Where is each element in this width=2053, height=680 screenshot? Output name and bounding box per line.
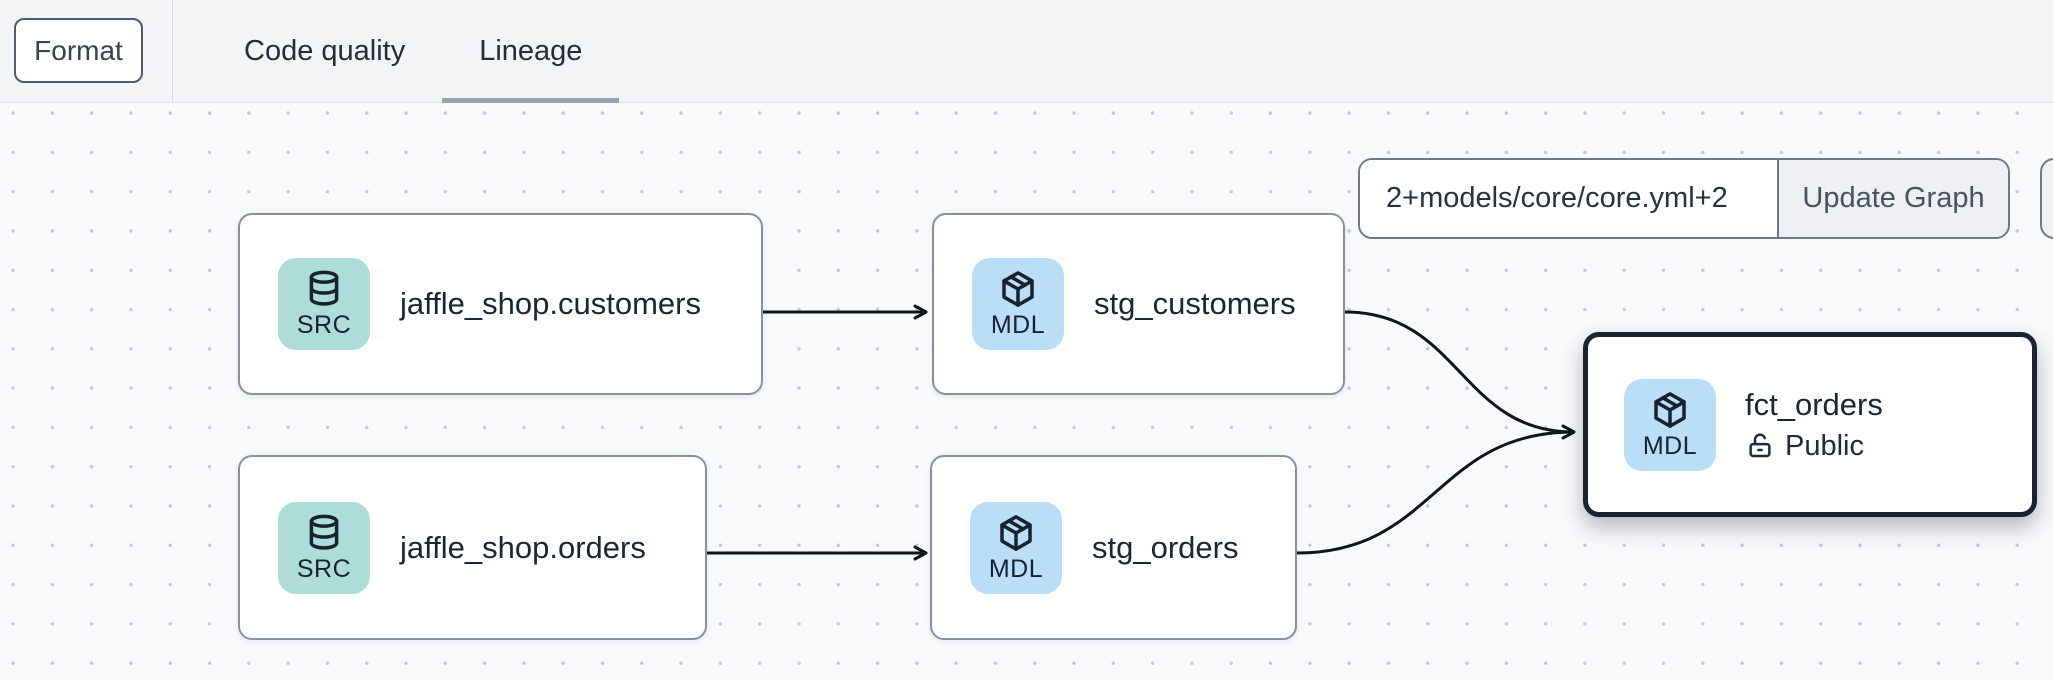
graph-selector-input[interactable] bbox=[1360, 160, 1777, 237]
editor-toolbar: Format Code quality Lineage bbox=[0, 0, 2053, 103]
edge-stgcustomers-to-fct bbox=[1344, 310, 1576, 440]
partial-button-right[interactable] bbox=[2040, 158, 2053, 239]
model-badge: MDL bbox=[1624, 378, 1716, 471]
node-label: stg_orders bbox=[1092, 529, 1239, 565]
badge-label: SRC bbox=[296, 311, 352, 339]
edge-stgorders-to-fct bbox=[1296, 430, 1575, 555]
source-badge: SRC bbox=[278, 501, 370, 594]
graph-selector-group: Update Graph bbox=[1358, 158, 2010, 239]
toolbar-divider bbox=[172, 0, 173, 103]
cube-icon bbox=[1000, 514, 1032, 551]
unlock-icon bbox=[1749, 433, 1771, 458]
access-label: Public bbox=[1785, 429, 1864, 462]
node-label: jaffle_shop.orders bbox=[400, 529, 646, 565]
tab-code-quality[interactable]: Code quality bbox=[207, 0, 442, 103]
badge-label: SRC bbox=[296, 554, 352, 583]
node-jaffle-shop-customers[interactable]: SRC jaffle_shop.customers bbox=[238, 213, 763, 395]
access-row: Public bbox=[1745, 430, 1883, 463]
badge-label: MDL bbox=[1642, 431, 1698, 460]
format-button[interactable]: Format bbox=[14, 18, 143, 83]
tab-label: Lineage bbox=[479, 35, 583, 67]
active-tab-indicator bbox=[442, 98, 620, 103]
node-text-block: fct_orders Public bbox=[1745, 387, 1883, 463]
tab-lineage[interactable]: Lineage bbox=[442, 0, 620, 103]
node-fct-orders[interactable]: MDL fct_orders Public bbox=[1583, 332, 2037, 517]
badge-label: MDL bbox=[988, 554, 1044, 583]
tab-bar: Code quality Lineage bbox=[207, 0, 620, 103]
node-stg-orders[interactable]: MDL stg_orders bbox=[930, 455, 1297, 640]
database-icon bbox=[309, 514, 339, 550]
database-icon bbox=[309, 270, 339, 306]
lineage-canvas[interactable]: Update Graph SRC jaffle_shop.customers bbox=[0, 103, 2053, 680]
node-stg-customers[interactable]: MDL stg_customers bbox=[932, 213, 1345, 395]
model-badge: MDL bbox=[972, 258, 1064, 350]
cube-icon bbox=[1002, 271, 1034, 307]
node-label: jaffle_shop.customers bbox=[400, 286, 701, 321]
edge-layer bbox=[707, 304, 1576, 561]
tab-label: Code quality bbox=[244, 35, 406, 67]
node-label: fct_orders bbox=[1745, 386, 1883, 422]
source-badge: SRC bbox=[278, 258, 370, 350]
update-graph-button[interactable]: Update Graph bbox=[1777, 160, 2008, 237]
node-label: stg_customers bbox=[1094, 286, 1296, 321]
node-jaffle-shop-orders[interactable]: SRC jaffle_shop.orders bbox=[238, 455, 707, 640]
cube-icon bbox=[1654, 391, 1686, 428]
model-badge: MDL bbox=[970, 501, 1062, 594]
badge-label: MDL bbox=[990, 311, 1046, 339]
